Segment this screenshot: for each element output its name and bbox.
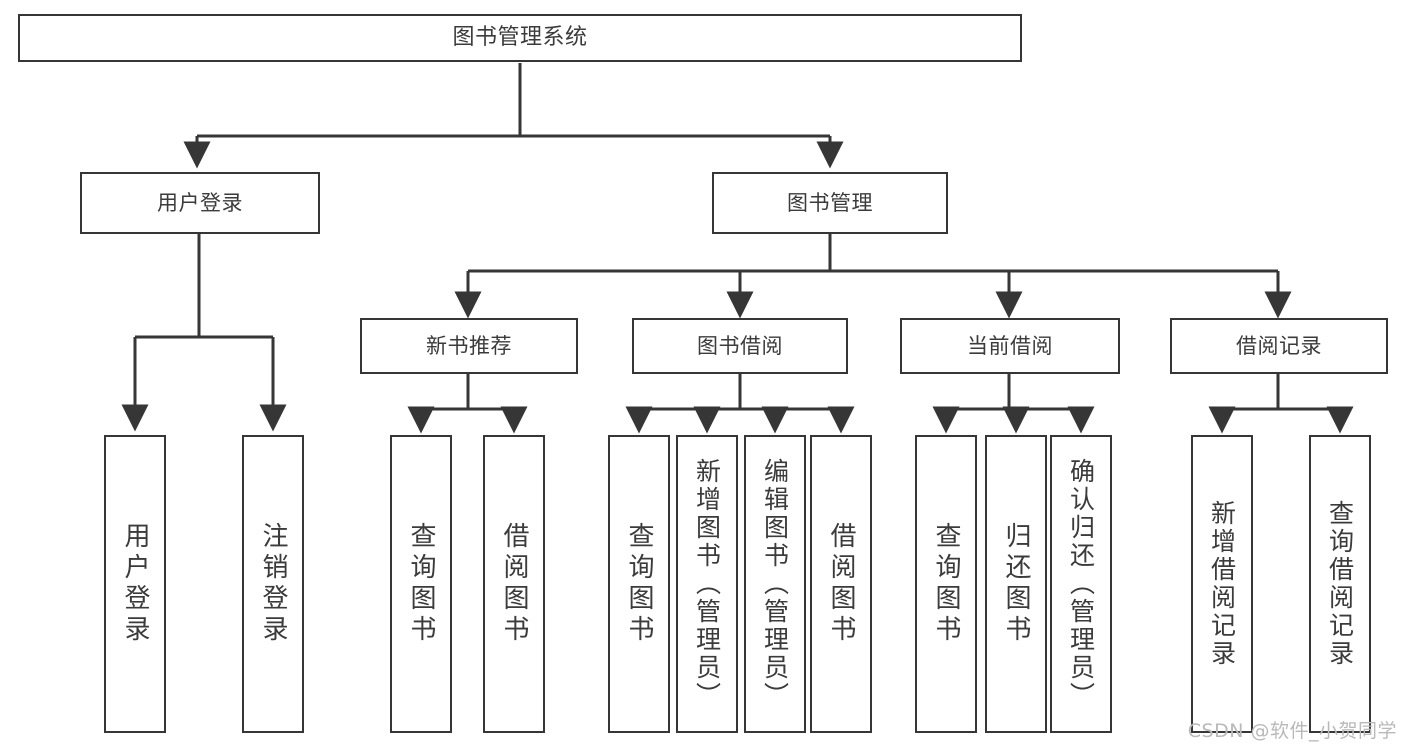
node-root[interactable]: 图书管理系统 <box>18 14 1022 62</box>
node-leaf-logout[interactable]: 注销登录 <box>242 435 304 733</box>
node-leaf-edit-book-admin[interactable]: 编辑图书（管理员） <box>744 435 806 733</box>
node-leaf-confirm-return-admin[interactable]: 确认归还（管理员） <box>1050 435 1112 733</box>
node-label: 用户登录 <box>157 190 243 215</box>
node-leaf-query-book-2[interactable]: 查询图书 <box>608 435 670 733</box>
node-leaf-add-borrow-record[interactable]: 新增借阅记录 <box>1191 435 1253 733</box>
node-label: 图书管理 <box>787 190 873 215</box>
node-book-borrow[interactable]: 图书借阅 <box>632 318 848 374</box>
node-label: 借阅图书 <box>499 522 529 646</box>
node-leaf-return-book[interactable]: 归还图书 <box>985 435 1047 733</box>
node-label: 用户登录 <box>120 522 150 646</box>
node-leaf-query-book-1[interactable]: 查询图书 <box>390 435 452 733</box>
node-leaf-add-book-admin[interactable]: 新增图书（管理员） <box>676 435 738 733</box>
node-label: 借阅图书 <box>826 522 856 646</box>
node-label: 查询借阅记录 <box>1325 500 1355 668</box>
node-leaf-user-login[interactable]: 用户登录 <box>104 435 166 733</box>
node-label: 查询图书 <box>931 522 961 646</box>
node-label: 图书借阅 <box>697 333 783 358</box>
node-borrow-record[interactable]: 借阅记录 <box>1170 318 1388 374</box>
node-user-login[interactable]: 用户登录 <box>80 172 320 234</box>
node-label: 图书管理系统 <box>452 25 588 51</box>
node-label: 确认归还（管理员） <box>1066 458 1096 710</box>
node-label: 新增图书（管理员） <box>692 458 722 710</box>
node-label: 借阅记录 <box>1236 333 1322 358</box>
node-current-borrow[interactable]: 当前借阅 <box>900 318 1120 374</box>
node-leaf-query-book-3[interactable]: 查询图书 <box>915 435 977 733</box>
node-label: 编辑图书（管理员） <box>760 458 790 710</box>
node-label: 新书推荐 <box>426 333 512 358</box>
watermark: CSDN @软件_小贺同学 <box>1187 720 1397 742</box>
node-leaf-borrow-book-1[interactable]: 借阅图书 <box>483 435 545 733</box>
node-label: 查询图书 <box>624 522 654 646</box>
node-new-book-recommendation[interactable]: 新书推荐 <box>360 318 578 374</box>
node-label: 当前借阅 <box>967 333 1053 358</box>
node-leaf-query-borrow-record[interactable]: 查询借阅记录 <box>1309 435 1371 733</box>
node-book-manage[interactable]: 图书管理 <box>712 172 948 234</box>
node-label: 新增借阅记录 <box>1207 500 1237 668</box>
node-label: 注销登录 <box>258 522 288 646</box>
node-leaf-borrow-book-2[interactable]: 借阅图书 <box>810 435 872 733</box>
node-label: 归还图书 <box>1001 522 1031 646</box>
node-label: 查询图书 <box>406 522 436 646</box>
